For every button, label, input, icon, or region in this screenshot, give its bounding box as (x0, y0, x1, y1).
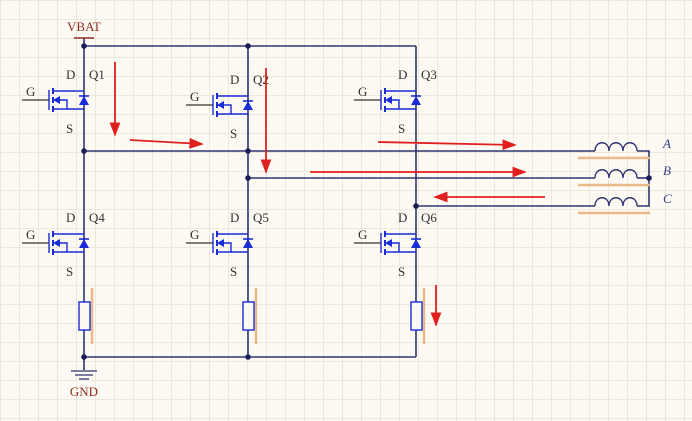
junction-dot (245, 43, 251, 49)
phase-label: B (663, 163, 671, 178)
junction-dot (245, 354, 251, 360)
body-diode-icon (243, 101, 253, 110)
motor-coil-a: A (578, 136, 671, 160)
shunt-resistor-2 (242, 288, 258, 344)
gate-label: G (358, 227, 367, 242)
gnd-label: GND (70, 384, 98, 399)
drain-label: D (398, 210, 407, 225)
junction-dot (646, 175, 652, 181)
motor-coil-c: C (578, 191, 672, 215)
transistor-name: Q3 (421, 67, 437, 82)
source-label: S (398, 264, 405, 279)
junction-dot (81, 354, 87, 360)
shunt-resistor-3 (410, 288, 426, 344)
vbat-label: VBAT (67, 19, 101, 34)
body-diode-icon (411, 96, 421, 105)
gate-label: G (26, 84, 35, 99)
junction-dot (245, 175, 251, 181)
drain-label: D (66, 210, 75, 225)
gnd-symbol: GND (70, 370, 98, 399)
junction-dot (81, 43, 87, 49)
gate-label: G (190, 89, 199, 104)
motor-coil-b: B (578, 163, 671, 187)
phase-label: C (663, 191, 672, 206)
mosfet-q5: D Q5S G (186, 210, 269, 279)
gate-label: G (26, 227, 35, 242)
shunt-resistor-1 (78, 288, 94, 344)
junction-dot (413, 203, 419, 209)
mosfet-q3: D Q3S G (354, 67, 437, 136)
junction-dot (81, 148, 87, 154)
transistor-name: Q5 (253, 210, 269, 225)
mosfet-q4: D Q4S G (22, 210, 105, 279)
drain-label: D (66, 67, 75, 82)
mosfet-q1: D Q1S G (22, 67, 105, 136)
drain-label: D (230, 72, 239, 87)
junction-dot (245, 148, 251, 154)
phase-label: A (662, 136, 671, 151)
source-label: S (230, 264, 237, 279)
transistor-name: Q6 (421, 210, 437, 225)
source-label: S (66, 121, 73, 136)
junctions (81, 43, 652, 360)
drain-label: D (230, 210, 239, 225)
body-diode-icon (79, 239, 89, 248)
current-arrow (377, 139, 517, 151)
transistor-name: Q2 (253, 72, 269, 87)
source-label: S (66, 264, 73, 279)
gate-label: G (358, 84, 367, 99)
body-diode-icon (79, 96, 89, 105)
mosfet-q6: D Q6S G (354, 210, 437, 279)
current-arrow (129, 137, 204, 149)
current-arrows (109, 62, 545, 327)
transistor-name: Q4 (89, 210, 105, 225)
source-label: S (398, 121, 405, 136)
body-diode-icon (411, 239, 421, 248)
source-label: S (230, 126, 237, 141)
vbat-symbol: VBAT (67, 19, 101, 39)
drain-label: D (398, 67, 407, 82)
gate-label: G (190, 227, 199, 242)
body-diode-icon (243, 239, 253, 248)
mosfet-q2: D Q2S G (186, 72, 269, 141)
transistor-name: Q1 (89, 67, 105, 82)
